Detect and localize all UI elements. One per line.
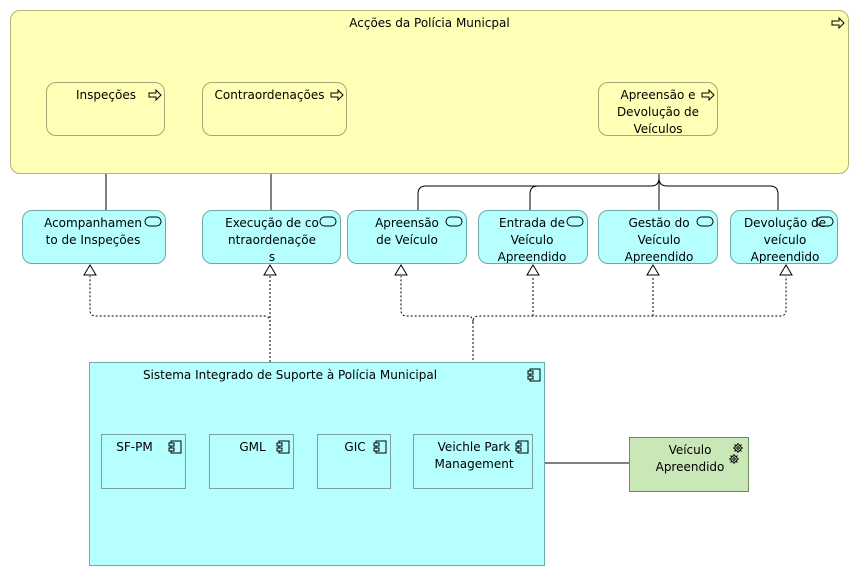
service-acompanhamento-inspecoes[interactable]: Acompanhamento de Inspeções [22,210,166,264]
component-label: GIC [344,440,366,454]
service-label: Gestão do Veículo Apreendido [624,216,694,264]
process-arrow-icon [701,89,715,101]
component-gml[interactable]: GML [209,434,294,489]
service-icon [696,216,714,227]
process-arrow-icon [148,89,162,101]
component-veichle-park-management[interactable]: Veichle Park Management [413,434,533,489]
component-label: Veichle Park Management [434,440,514,471]
node-veiculo-apreendido[interactable]: Veículo Apreendido [629,437,749,492]
process-inspecoes[interactable]: Inspeções [46,82,165,136]
component-label: SF-PM [116,440,153,454]
component-icon [527,368,541,382]
serving-lines-apreensao [417,138,779,210]
component-label: GML [239,440,266,454]
component-icon [276,440,290,454]
service-devolucao-veiculo-apreendido[interactable]: Devolução de veículo Apreendido [730,210,838,264]
component-sf-pm[interactable]: SF-PM [101,434,186,489]
process-arrow-icon [330,89,344,101]
service-icon [319,216,337,227]
service-label: Apreensão de Veículo [375,216,439,247]
group-title: Acções da Polícia Municpal [349,16,510,30]
realization-lines [89,276,787,436]
service-icon [144,216,162,227]
component-gic[interactable]: GIC [317,434,391,489]
component-icon [515,440,529,454]
service-label: Entrada de Veículo Apreendido [497,216,567,264]
service-label: Acompanhamento de Inspeções [44,216,142,247]
service-icon [816,216,834,227]
process-apreensao-devolucao[interactable]: Apreensão e Devolução de Veículos [598,82,718,136]
process-contraordenacoes[interactable]: Contraordenações [202,82,347,136]
service-label: Devolução de veículo Apreendido [743,216,827,264]
process-label: Contraordenações [214,88,325,102]
service-apreensao-veiculo[interactable]: Apreensão de Veículo [347,210,467,264]
component-icon [373,440,387,454]
process-label: Apreensão e Devolução de Veículos [616,88,700,136]
gear-icon [729,443,743,464]
service-icon [445,216,463,227]
component-icon [168,440,182,454]
service-gestao-veiculo-apreendido[interactable]: Gestão do Veículo Apreendido [598,210,718,264]
process-label: Inspeções [76,88,136,102]
system-title: Sistema Integrado de Suporte à Polícia M… [142,368,438,382]
process-arrow-icon [831,17,845,29]
node-label: Veículo Apreendido [655,443,725,474]
service-entrada-veiculo-apreendido[interactable]: Entrada de Veículo Apreendido [478,210,588,264]
service-icon [566,216,584,227]
service-execucao-contraordenacoes[interactable]: Execução de contraordenações [202,210,341,264]
service-label: Execução de contraordenações [225,216,319,264]
